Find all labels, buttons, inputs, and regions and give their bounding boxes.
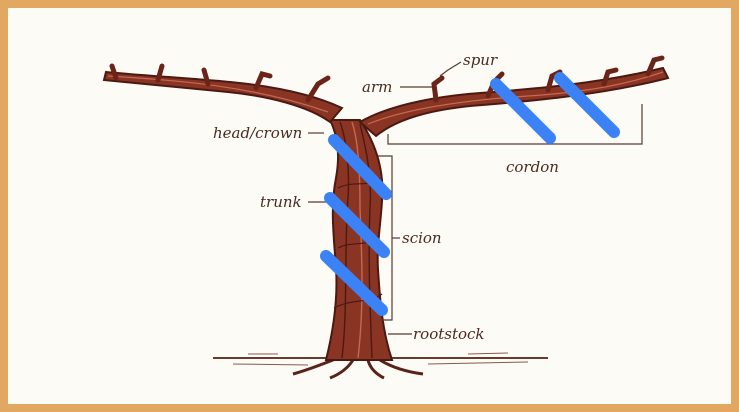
left-arm bbox=[104, 66, 342, 122]
label-cordon: cordon bbox=[506, 158, 559, 176]
label-trunk: trunk bbox=[260, 193, 302, 211]
label-spur: spur bbox=[463, 51, 498, 69]
label-rootstock: rootstock bbox=[413, 325, 485, 343]
grapevine-diagram: spur arm head/crown cordon trunk scion r… bbox=[8, 8, 739, 412]
label-head-crown: head/crown bbox=[213, 124, 302, 142]
label-scion: scion bbox=[402, 229, 442, 247]
label-arm: arm bbox=[362, 78, 392, 96]
